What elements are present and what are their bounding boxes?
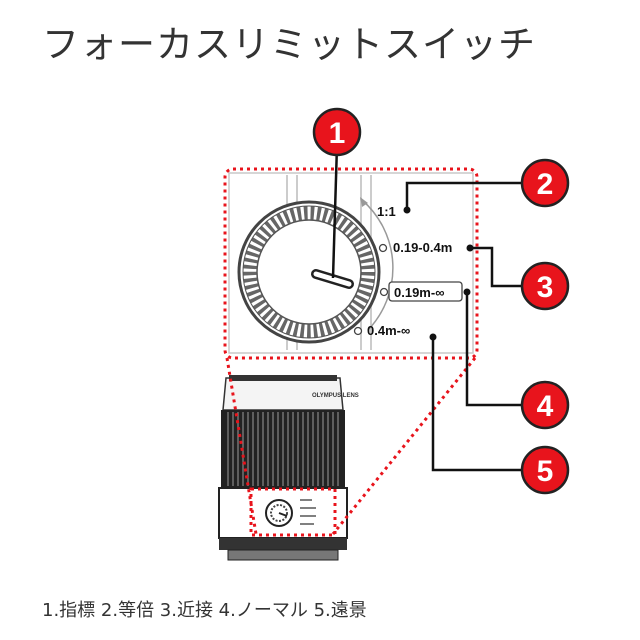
svg-text:2: 2 [537, 168, 554, 201]
svg-text:4: 4 [537, 390, 554, 423]
dial-pointer [311, 269, 354, 289]
lens-brand-text: OLYMPUS LENS [312, 393, 359, 399]
svg-text:3: 3 [537, 271, 554, 304]
callout-5: 5 [520, 445, 570, 495]
switch-panel: 1:1 0.19-0.4m 0.19m-∞ 0.4m-∞ [228, 172, 474, 354]
zoom-frame [223, 167, 479, 537]
label-0.19-0.4m: 0.19-0.4m [393, 240, 452, 255]
callout-4: 4 [520, 380, 570, 430]
label-0.19m-inf: 0.19m-∞ [394, 285, 444, 300]
leader-lines [331, 144, 522, 472]
label-1to1: 1:1 [377, 204, 396, 219]
svg-text:5: 5 [537, 455, 554, 488]
svg-text:1: 1 [329, 117, 346, 150]
label-0.4m-inf: 0.4m-∞ [367, 323, 410, 338]
callout-2: 2 [520, 158, 570, 208]
caption-legend: 1.指標 2.等倍 3.近接 4.ノーマル 5.遠景 [42, 600, 367, 621]
page-title: フォーカスリミットスイッチ [42, 23, 536, 66]
callout-1: 1 [312, 107, 362, 157]
callout-3: 3 [520, 261, 570, 311]
lens-body: OLYMPUS LENS [218, 375, 359, 561]
